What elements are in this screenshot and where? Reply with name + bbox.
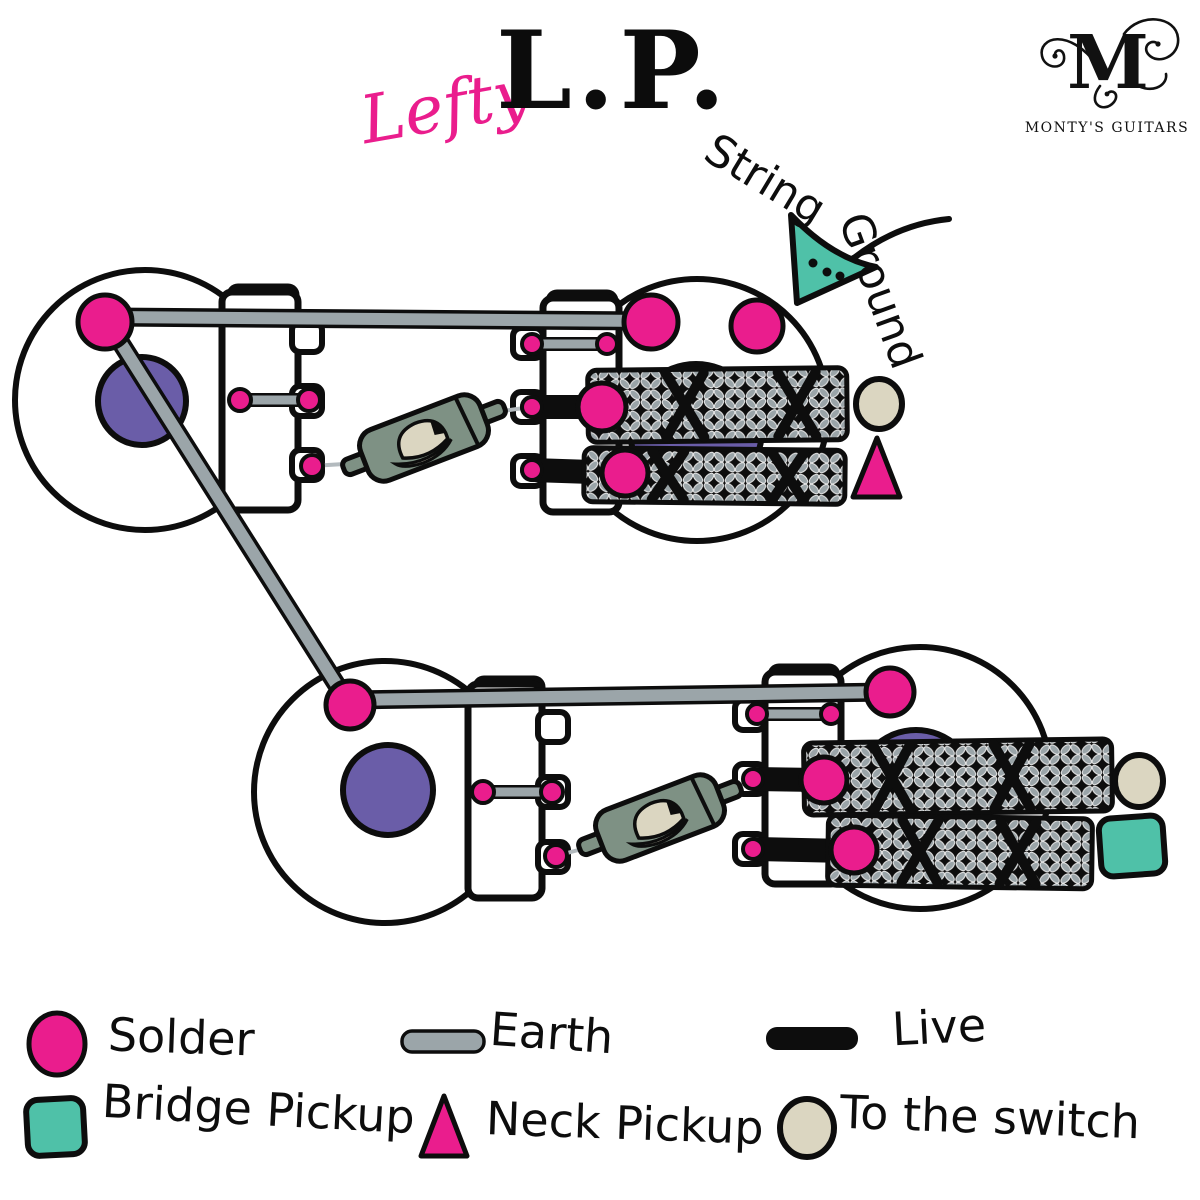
earth-wire-bottom bbox=[340, 682, 898, 710]
jumper-top-right-top-lug bbox=[520, 332, 619, 356]
solder-blob-bottom-right bbox=[863, 665, 917, 719]
pot-shaft bbox=[340, 742, 436, 838]
solder-blob-bridge-bottom bbox=[828, 824, 880, 876]
solder-blob-top-right bbox=[621, 292, 681, 352]
legend-label-live: Live bbox=[890, 997, 988, 1057]
solder-blob-neck-mid bbox=[575, 380, 629, 434]
bridge-pickup-symbol bbox=[1095, 812, 1169, 880]
to-switch-symbol-top bbox=[853, 376, 905, 432]
solder-blob-bottom-left bbox=[323, 678, 377, 732]
braided-wire-bridge-pickup bbox=[825, 812, 1095, 892]
capacitor-top bbox=[299, 382, 533, 494]
capacitor-bottom bbox=[543, 762, 755, 874]
solder-blob-bridge-mid bbox=[798, 754, 850, 806]
brand-name: MONTY'S GUITARS bbox=[1024, 120, 1190, 136]
to-switch-symbol-bottom bbox=[1112, 752, 1166, 810]
jumper-bottom-left-mid-lug bbox=[470, 779, 565, 805]
legend-solder-icon bbox=[26, 1010, 88, 1078]
solder-dot bbox=[741, 837, 765, 861]
legend-bridge-pickup-icon bbox=[23, 1095, 88, 1159]
braided-wire-neck-pickup bbox=[581, 445, 848, 507]
brand-logo: M bbox=[1028, 8, 1188, 120]
solder-dot bbox=[741, 767, 765, 791]
logo-flourish: M bbox=[1040, 18, 1180, 109]
legend-label-to-the-switch: To the switch bbox=[839, 1084, 1141, 1150]
logo-monogram: M bbox=[1067, 20, 1149, 106]
page-title: L.P. bbox=[496, 8, 731, 134]
solder-blob-top-left bbox=[75, 292, 135, 352]
jumper-bottom-right-top-lug bbox=[745, 702, 843, 726]
legend-to-switch-icon bbox=[777, 1096, 837, 1160]
solder-blob-neck-bottom bbox=[599, 447, 651, 499]
neck-pickup-symbol bbox=[850, 435, 903, 500]
string-ground-arrow bbox=[788, 212, 952, 306]
earth-wire-top bbox=[95, 307, 662, 331]
solder-blob-string-ground bbox=[728, 297, 786, 355]
earth-wire-diagonal bbox=[102, 319, 360, 716]
solder-dot bbox=[520, 458, 544, 482]
legend-neck-pickup-icon bbox=[418, 1093, 470, 1159]
legend-label-neck-pickup: Neck Pickup bbox=[485, 1091, 765, 1155]
legend-label-solder: Solder bbox=[107, 1007, 256, 1067]
lug-1 bbox=[535, 709, 571, 745]
jumper-top-left-mid-lug bbox=[227, 387, 322, 413]
legend-live-icon bbox=[766, 1027, 858, 1050]
solder-dot bbox=[520, 395, 544, 419]
legend-earth-icon bbox=[400, 1029, 486, 1054]
solder-joint bbox=[543, 843, 569, 869]
arrow-head bbox=[788, 212, 879, 306]
legend-label-earth: Earth bbox=[488, 1001, 616, 1065]
braided-wire-to-switch-bottom bbox=[801, 736, 1115, 818]
solder-joint bbox=[299, 453, 325, 479]
